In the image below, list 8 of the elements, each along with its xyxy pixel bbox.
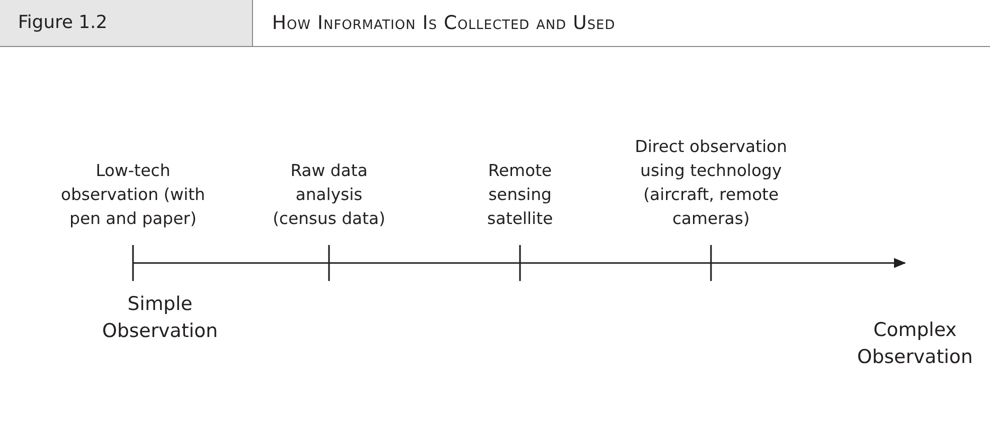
tick-label: Raw data analysis (census data): [272, 160, 386, 230]
axis-end-label: Simple Observation: [101, 292, 219, 344]
tick-label: Remote sensing satellite: [486, 160, 554, 230]
axis-end-label: Complex Observation: [856, 318, 974, 370]
tick-label: Direct observation using technology (aircraft, remote cameras): [634, 136, 788, 230]
figure-number: Figure 1.2: [0, 0, 253, 46]
tick-label: Low-tech observation (with pen and paper): [60, 160, 206, 230]
title: How Information Is Collected and Used: [272, 11, 616, 36]
